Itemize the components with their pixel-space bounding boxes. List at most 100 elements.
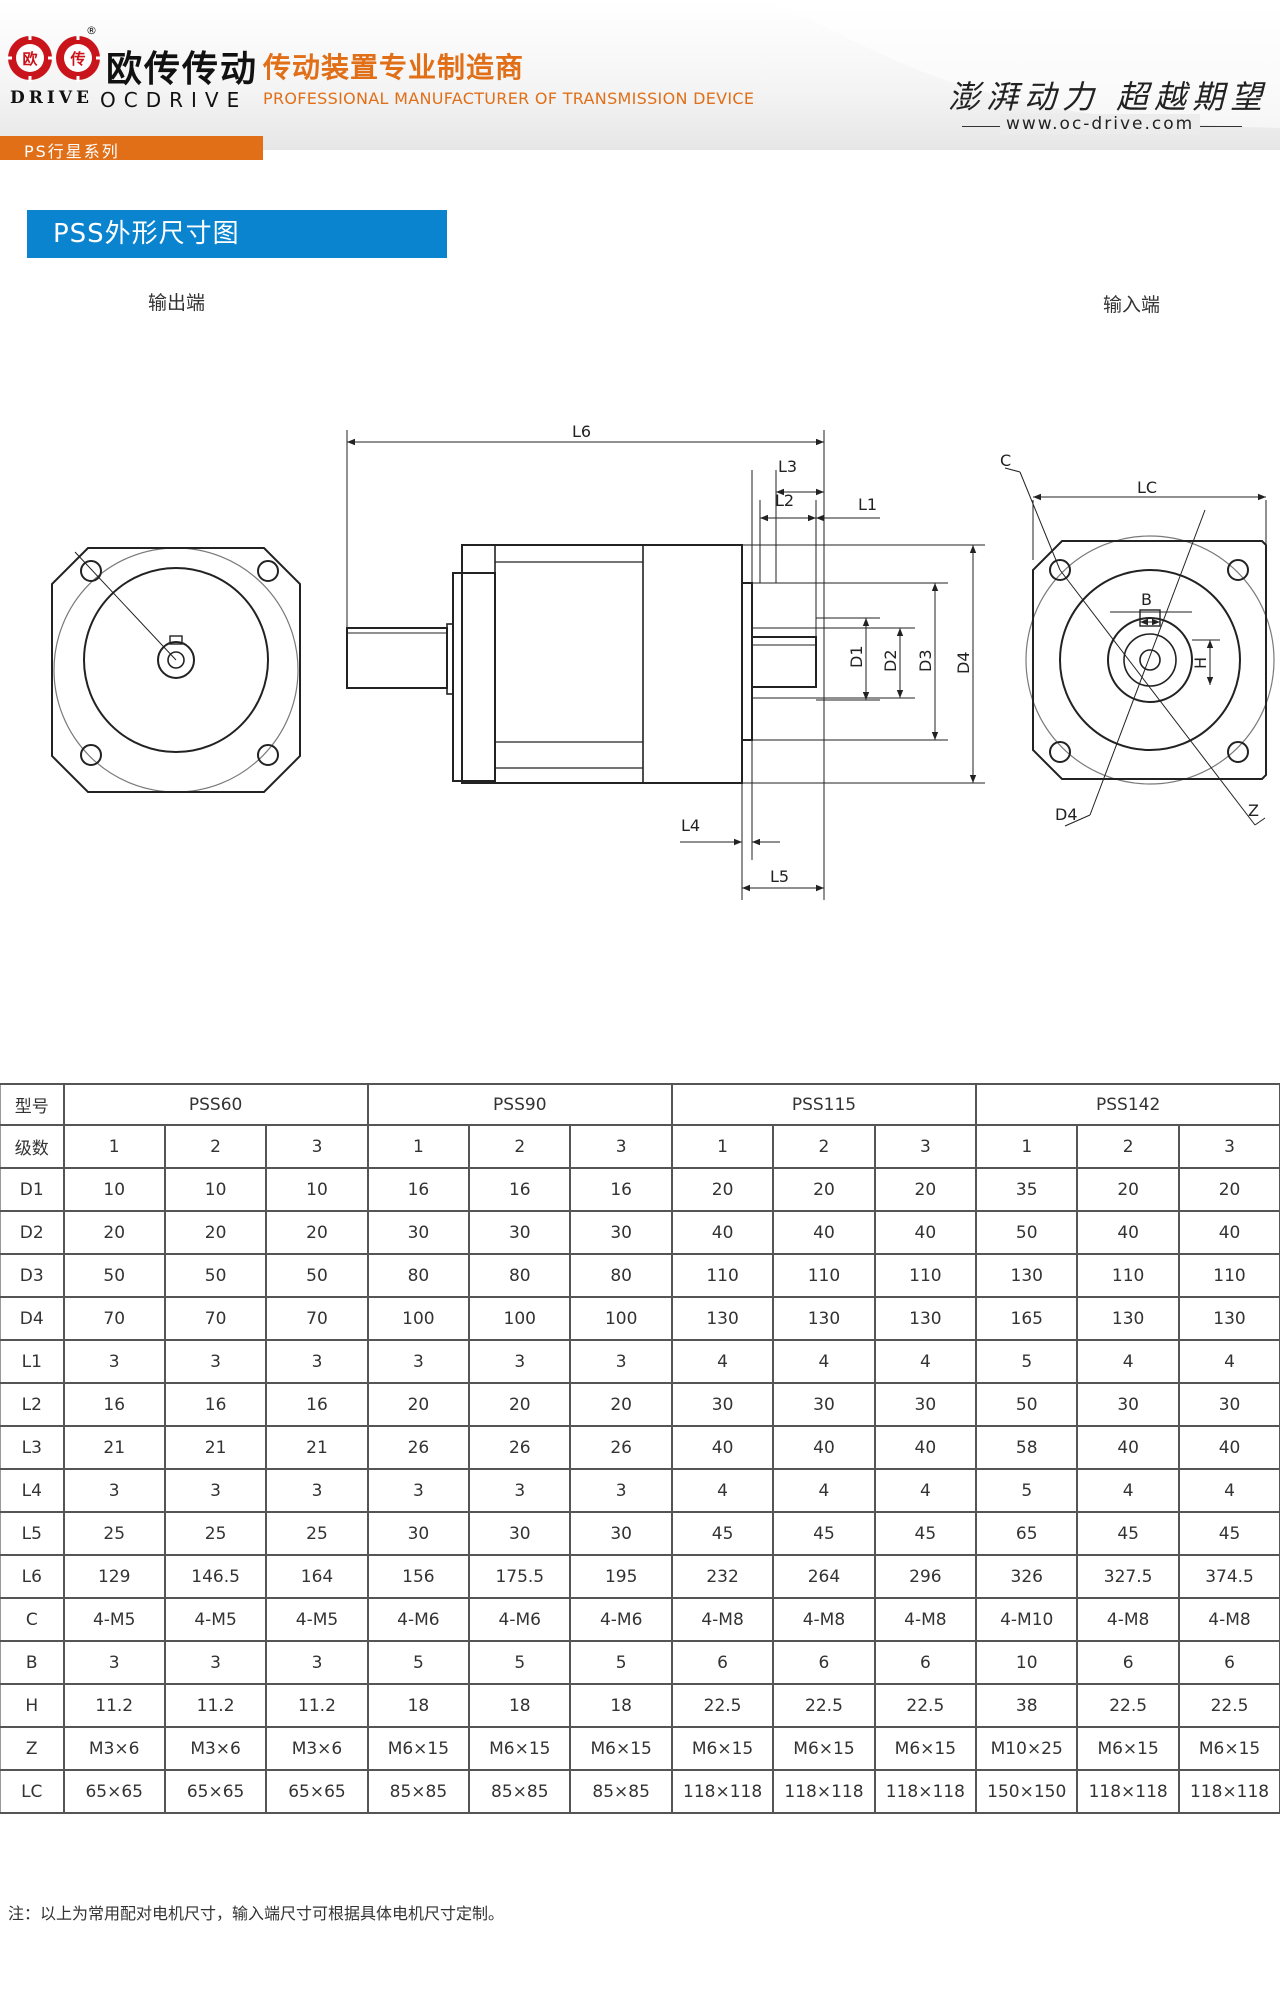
table-cell: 22.5 bbox=[670, 1683, 775, 1728]
table-cell: 195 bbox=[569, 1554, 673, 1599]
table-cell: 6 bbox=[1177, 1640, 1280, 1685]
dimension-lines bbox=[346, 430, 985, 900]
table-cell: 4 bbox=[670, 1468, 775, 1513]
dim-label-l4: L4 bbox=[681, 816, 700, 835]
table-cell: 45 bbox=[1076, 1511, 1180, 1556]
table-cell: 118×118 bbox=[670, 1769, 775, 1814]
table-cell: 118×118 bbox=[1177, 1769, 1280, 1814]
stage-cell: 3 bbox=[569, 1124, 673, 1169]
table-cell: 374.5 bbox=[1177, 1554, 1280, 1599]
table-cell: 6 bbox=[670, 1640, 775, 1685]
table-cell: 25 bbox=[62, 1511, 166, 1556]
dim-label-b: B bbox=[1141, 590, 1152, 609]
table-cell: 70 bbox=[62, 1296, 166, 1341]
table-cell: 3 bbox=[163, 1339, 268, 1384]
table-cell: 130 bbox=[1076, 1296, 1180, 1341]
table-cell: 20 bbox=[366, 1382, 471, 1427]
dim-label-d4-input: D4 bbox=[1055, 805, 1078, 824]
table-cell: 118×118 bbox=[873, 1769, 978, 1814]
table-cell: 3 bbox=[163, 1640, 268, 1685]
table-cell: 3 bbox=[62, 1468, 166, 1513]
table-cell: 156 bbox=[366, 1554, 471, 1599]
input-end-label: 输入端 bbox=[1103, 294, 1161, 316]
table-cell: 16 bbox=[265, 1382, 369, 1427]
brand-name-cn: 欧传传动 bbox=[106, 49, 259, 90]
table-cell: 110 bbox=[873, 1253, 978, 1298]
table-cell: 130 bbox=[873, 1296, 978, 1341]
model-cell: PSS142 bbox=[975, 1083, 1280, 1126]
table-cell: 26 bbox=[468, 1425, 572, 1470]
table-cell: 3 bbox=[265, 1339, 369, 1384]
row-label: L4 bbox=[0, 1468, 65, 1513]
table-cell: 4 bbox=[1177, 1468, 1280, 1513]
spec-table: 型号 PSS60 PSS90 PSS115 PSS142 级数 1 2 3 1 … bbox=[0, 1083, 1280, 1814]
table-cell: 20 bbox=[62, 1210, 166, 1255]
series-tab bbox=[0, 136, 263, 160]
table-cell: 20 bbox=[670, 1167, 775, 1212]
table-cell: 6 bbox=[772, 1640, 876, 1685]
table-cell: 65×65 bbox=[163, 1769, 268, 1814]
table-cell: 26 bbox=[366, 1425, 471, 1470]
table-cell: 6 bbox=[873, 1640, 978, 1685]
table-cell: 50 bbox=[163, 1253, 268, 1298]
table-cell: 50 bbox=[975, 1210, 1079, 1255]
row-label: L2 bbox=[0, 1382, 65, 1427]
brand-name-en-right: OCDRIVE bbox=[100, 88, 248, 112]
output-end-label: 输出端 bbox=[148, 292, 206, 314]
table-cell: 5 bbox=[975, 1468, 1079, 1513]
table-cell: 21 bbox=[265, 1425, 369, 1470]
table-cell: 327.5 bbox=[1076, 1554, 1180, 1599]
table-cell: 110 bbox=[670, 1253, 775, 1298]
row-label: D4 bbox=[0, 1296, 65, 1341]
table-cell: 11.2 bbox=[62, 1683, 166, 1728]
table-cell: 70 bbox=[163, 1296, 268, 1341]
table-cell: 21 bbox=[163, 1425, 268, 1470]
table-cell: 118×118 bbox=[1076, 1769, 1180, 1814]
table-cell: 20 bbox=[1076, 1167, 1180, 1212]
input-end-view bbox=[1004, 467, 1275, 827]
table-cell: 118×118 bbox=[772, 1769, 876, 1814]
table-cell: 30 bbox=[1177, 1382, 1280, 1427]
logo-seal-right: 传 bbox=[69, 50, 85, 68]
table-cell: M6×15 bbox=[1076, 1726, 1180, 1771]
page-header: 欧 传 ® 欧传传动 DRIVE OCDRIVE 传动装置专业制造商 PROFE… bbox=[0, 0, 1280, 165]
table-cell: 10 bbox=[62, 1167, 166, 1212]
stage-cell: 2 bbox=[163, 1124, 268, 1169]
section-title: PSS外形尺寸图 bbox=[27, 210, 447, 258]
stage-header: 级数 bbox=[0, 1124, 65, 1169]
table-cell: 45 bbox=[670, 1511, 775, 1556]
dim-label-l1: L1 bbox=[858, 495, 877, 514]
table-cell: 3 bbox=[62, 1339, 166, 1384]
table-cell: 232 bbox=[670, 1554, 775, 1599]
header-wave bbox=[0, 0, 1280, 165]
website-link[interactable]: www.oc-drive.com bbox=[1000, 114, 1201, 134]
table-cell: 80 bbox=[569, 1253, 673, 1298]
series-label: PS行星系列 bbox=[24, 142, 120, 161]
table-cell: 18 bbox=[569, 1683, 673, 1728]
dim-label-d1: D1 bbox=[847, 646, 866, 669]
table-cell: 326 bbox=[975, 1554, 1079, 1599]
dimension-drawing: L6 L3 L2 L1 L4 L5 D1 D2 D3 D4 C LC B H D… bbox=[51, 422, 1275, 900]
table-cell: 18 bbox=[468, 1683, 572, 1728]
dim-label-c: C bbox=[1000, 451, 1011, 470]
dim-label-lc: LC bbox=[1137, 478, 1157, 497]
table-cell: 35 bbox=[975, 1167, 1079, 1212]
table-cell: 30 bbox=[468, 1210, 572, 1255]
table-cell: 50 bbox=[62, 1253, 166, 1298]
table-cell: 5 bbox=[569, 1640, 673, 1685]
table-cell: 16 bbox=[569, 1167, 673, 1212]
dim-label-l6: L6 bbox=[572, 422, 591, 441]
table-cell: 10 bbox=[163, 1167, 268, 1212]
table-cell: 3 bbox=[366, 1468, 471, 1513]
table-cell: M6×15 bbox=[468, 1726, 572, 1771]
table-cell: M6×15 bbox=[772, 1726, 876, 1771]
table-cell: 40 bbox=[1177, 1425, 1280, 1470]
table-cell: 16 bbox=[163, 1382, 268, 1427]
table-cell: 45 bbox=[873, 1511, 978, 1556]
